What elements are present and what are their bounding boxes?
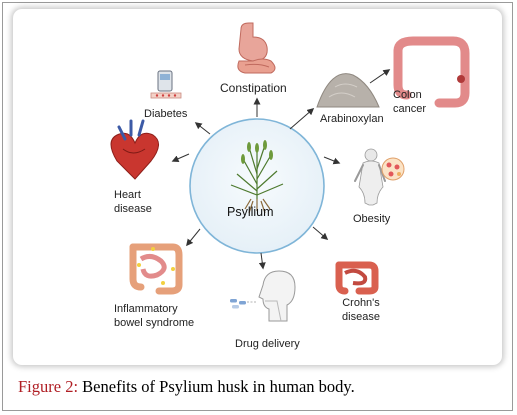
label-drug-delivery: Drug delivery: [235, 338, 300, 350]
label-colon-cancer-2: cancer: [393, 103, 427, 115]
benefits-diagram: [110, 22, 470, 322]
label-colon-cancer-1: Colon: [393, 89, 422, 101]
diagram-panel: Constipation Diabetes Arabinoxylan Colon…: [13, 9, 502, 365]
colon-inflamed-icon: [335, 261, 379, 295]
powder-pile-icon: [316, 73, 380, 108]
head-profile-icon: [258, 270, 296, 322]
fat-cells-icon: [381, 157, 405, 181]
heart-icon: [110, 119, 159, 180]
intestine-icon: [129, 243, 183, 295]
figure-caption: Figure 2: Benefits of Psylium husk in hu…: [18, 377, 355, 397]
arrow-arabinoxylan: [289, 108, 315, 130]
arrow-obesity: [323, 156, 341, 165]
label-heart-2: disease: [114, 203, 152, 215]
label-crohns-1: Crohn's: [342, 297, 380, 309]
arrow-colon: [369, 69, 391, 84]
caption-label: Figure 2:: [18, 377, 79, 396]
label-crohns-2: disease: [342, 311, 380, 323]
label-ibs-1: Inflammatory: [114, 303, 178, 315]
label-heart-1: Heart: [114, 189, 141, 201]
colon-icon: [393, 36, 470, 108]
label-obesity: Obesity: [353, 213, 391, 225]
label-constipation: Constipation: [220, 81, 287, 95]
label-diabetes: Diabetes: [144, 108, 188, 120]
arrow-drug: [258, 252, 266, 270]
arrow-heart: [171, 153, 190, 163]
label-ibs-2: bowel syndrome: [114, 317, 195, 329]
arrow-crohns: [312, 226, 329, 240]
caption-text: Benefits of Psylium husk in human body.: [78, 377, 355, 396]
arrow-diabetes: [194, 122, 211, 135]
glucose-meter-icon: [150, 70, 182, 99]
psyllium-plant-icon: [230, 144, 284, 214]
hub-label-psyllium: Psyllium: [227, 205, 274, 219]
body-silhouette-icon: [354, 148, 386, 206]
pills-icon: [230, 299, 257, 309]
arrow-ibs: [186, 228, 201, 247]
label-arabinoxylan: Arabinoxylan: [320, 113, 384, 125]
stomach-icon: [237, 22, 276, 74]
